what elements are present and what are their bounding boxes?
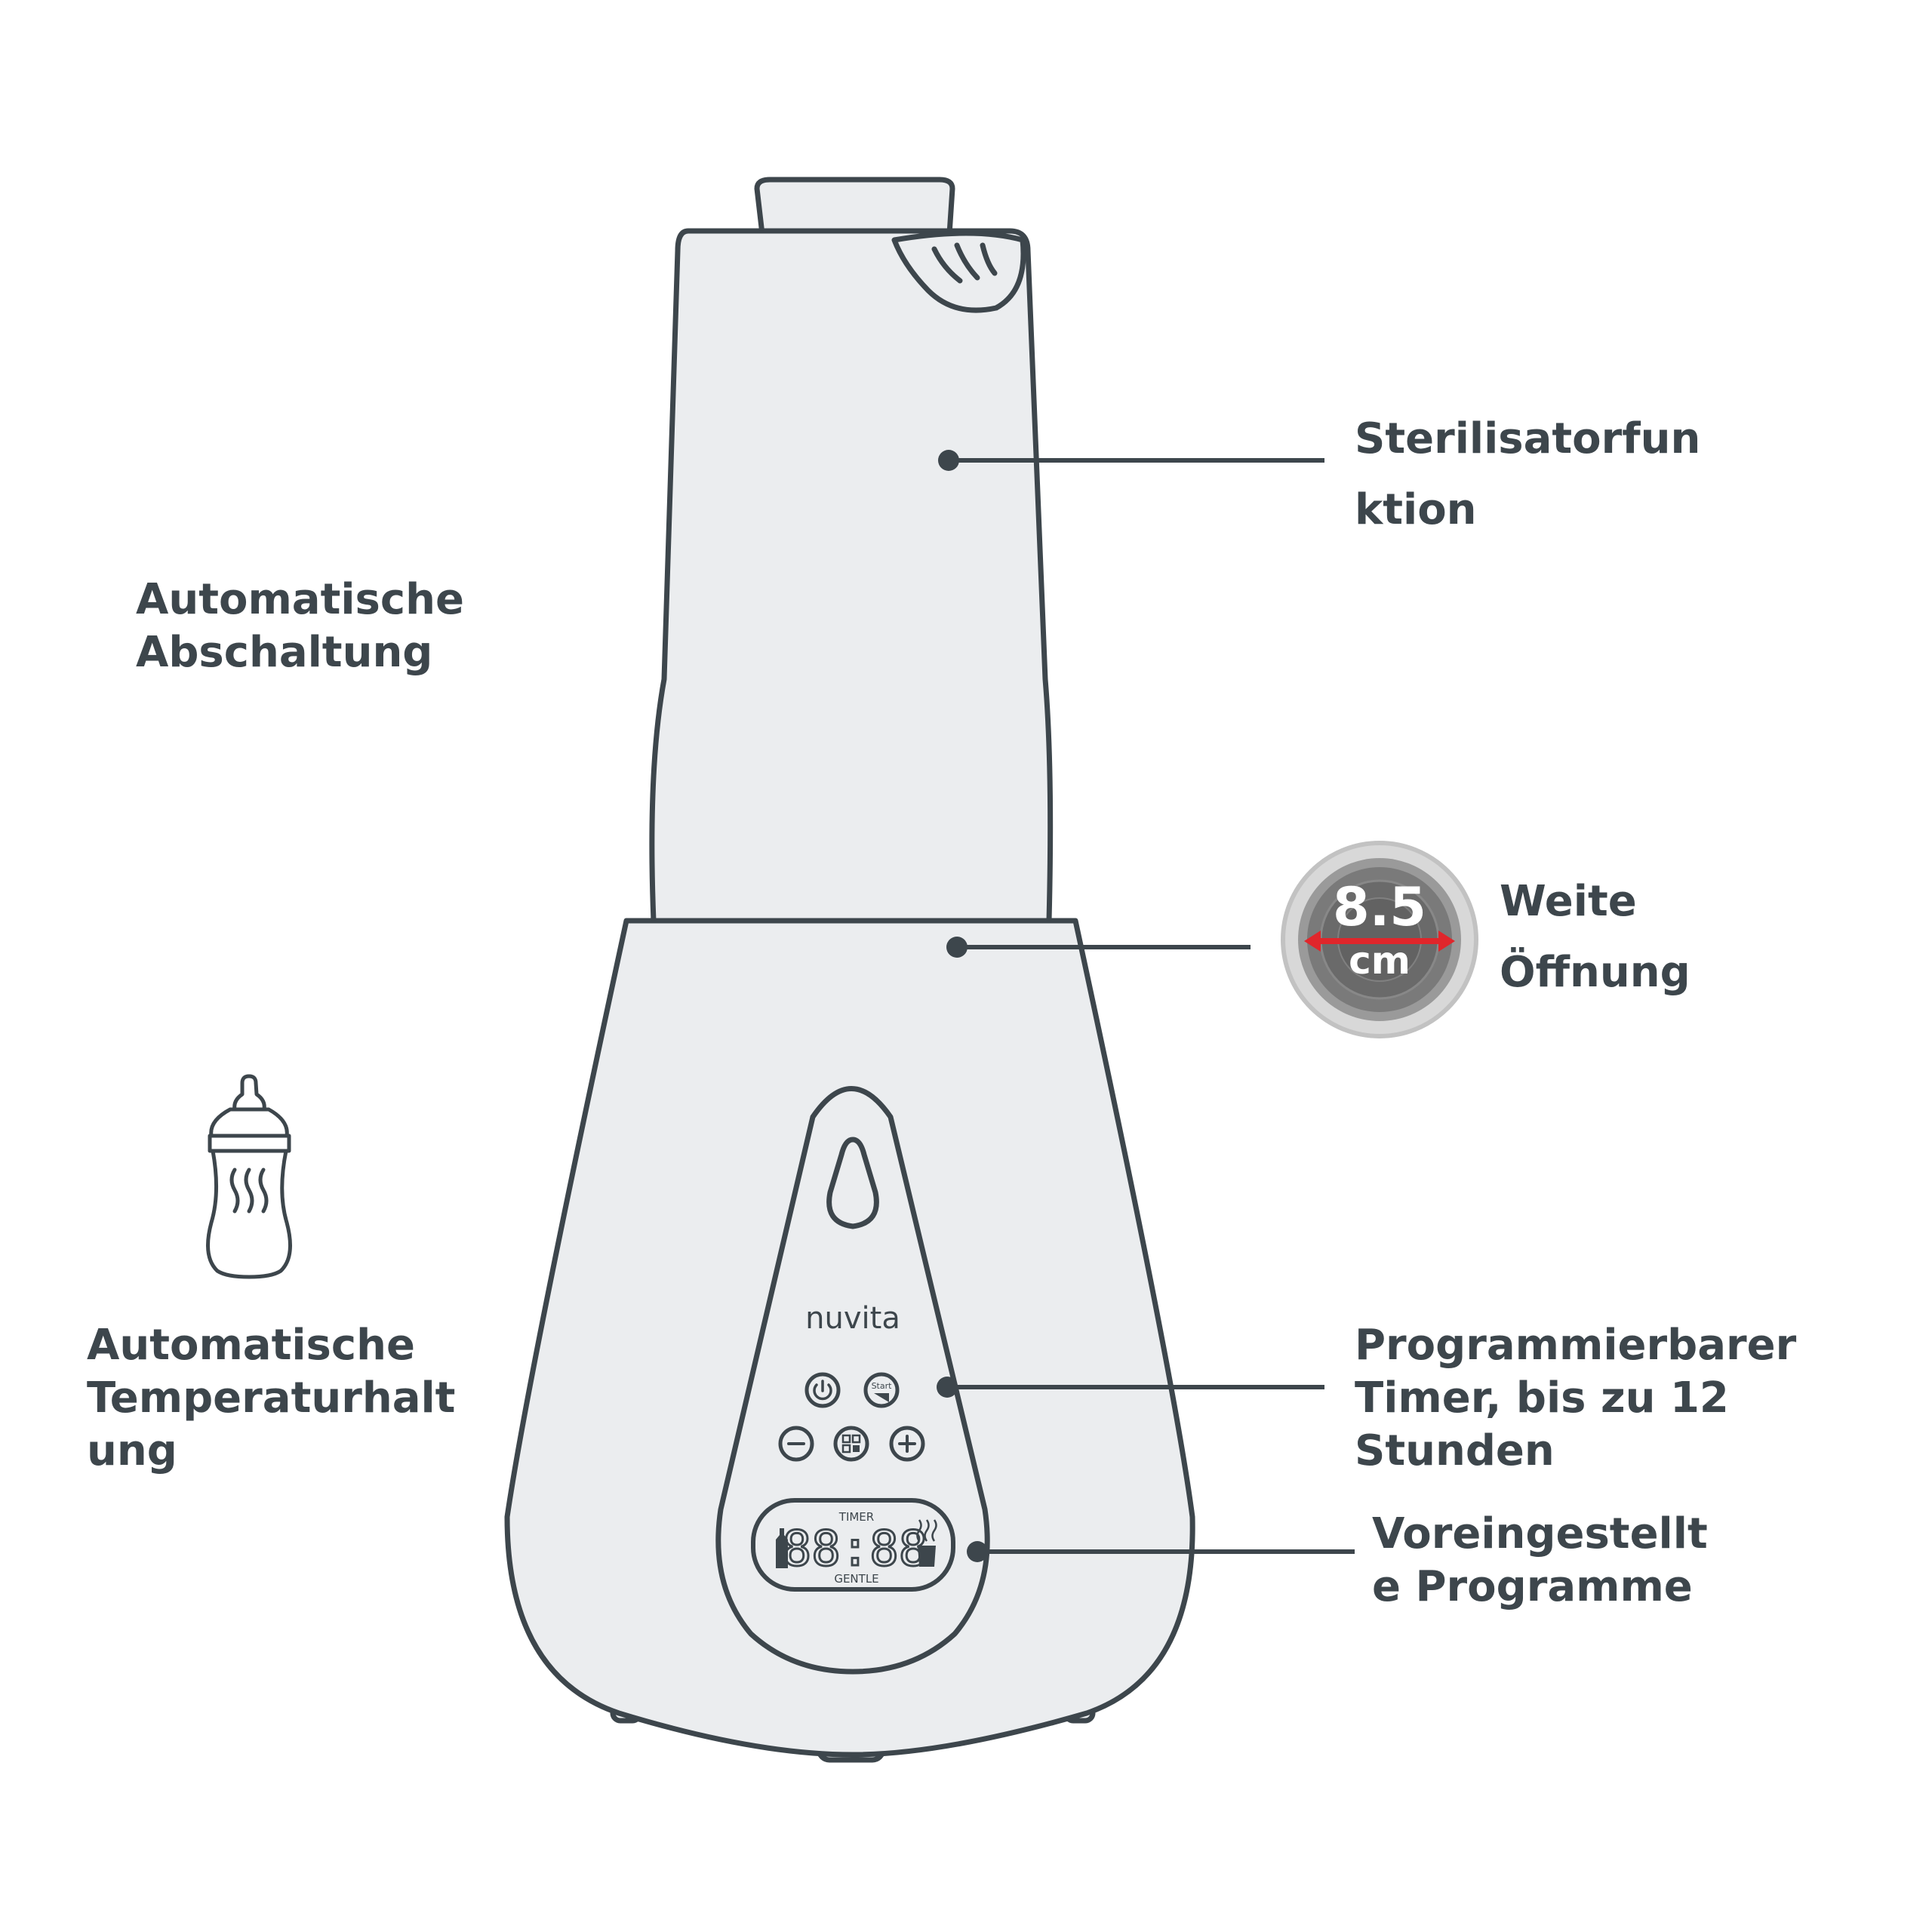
start-button[interactable]: Start	[863, 1372, 900, 1408]
label-wide-opening: Weite Öffnung	[1500, 877, 1690, 997]
upper-column	[649, 228, 1054, 924]
minus-button[interactable]	[778, 1426, 814, 1462]
arrow-left-icon	[1304, 931, 1321, 952]
callout-opening	[946, 937, 1251, 958]
display-steam-icon	[916, 1519, 937, 1567]
label-auto-off: Automatische Abschaltung	[136, 575, 464, 677]
callout-timer	[937, 1377, 1324, 1398]
plus-button[interactable]	[889, 1426, 925, 1462]
top-cap	[754, 177, 955, 237]
start-label: Start	[872, 1381, 893, 1391]
program-button[interactable]	[833, 1426, 869, 1462]
vent-slot	[954, 242, 980, 281]
display-digits: 88:88	[783, 1521, 928, 1577]
drop-indicator-icon	[826, 1137, 879, 1229]
lcd-display: TIMER 88:88 GENTLE	[751, 1498, 955, 1592]
opening-value: 8.5	[1333, 876, 1426, 938]
display-bottle-icon	[776, 1528, 788, 1568]
vent-slot	[931, 246, 963, 284]
label-timer: Programmierbarer Timer, bis zu 12 Stunde…	[1355, 1321, 1797, 1475]
display-gentle-label: GENTLE	[834, 1572, 878, 1586]
brand-logo: nuvita	[805, 1301, 900, 1336]
power-button[interactable]	[804, 1372, 841, 1408]
label-auto-temp: Automatische Temperaturhalt ung	[87, 1321, 456, 1475]
label-sterilizer: Sterilisatorfun ktion	[1355, 414, 1701, 534]
callout-presets	[967, 1541, 1355, 1562]
vent-icon	[891, 230, 1026, 313]
start-icon	[874, 1393, 889, 1402]
display-timer-label: TIMER	[838, 1510, 874, 1524]
power-icon	[813, 1383, 832, 1401]
opening-unit: cm	[1349, 939, 1411, 983]
label-presets: Voreingestellt e Programme	[1372, 1509, 1708, 1611]
program-icon	[841, 1434, 861, 1454]
arrow-right-icon	[1438, 931, 1455, 952]
vent-slot	[980, 242, 998, 276]
opening-dial: 8.5 cm	[1281, 841, 1478, 1038]
baby-bottle-icon	[206, 1074, 292, 1279]
callout-sterilizer	[938, 450, 1324, 471]
